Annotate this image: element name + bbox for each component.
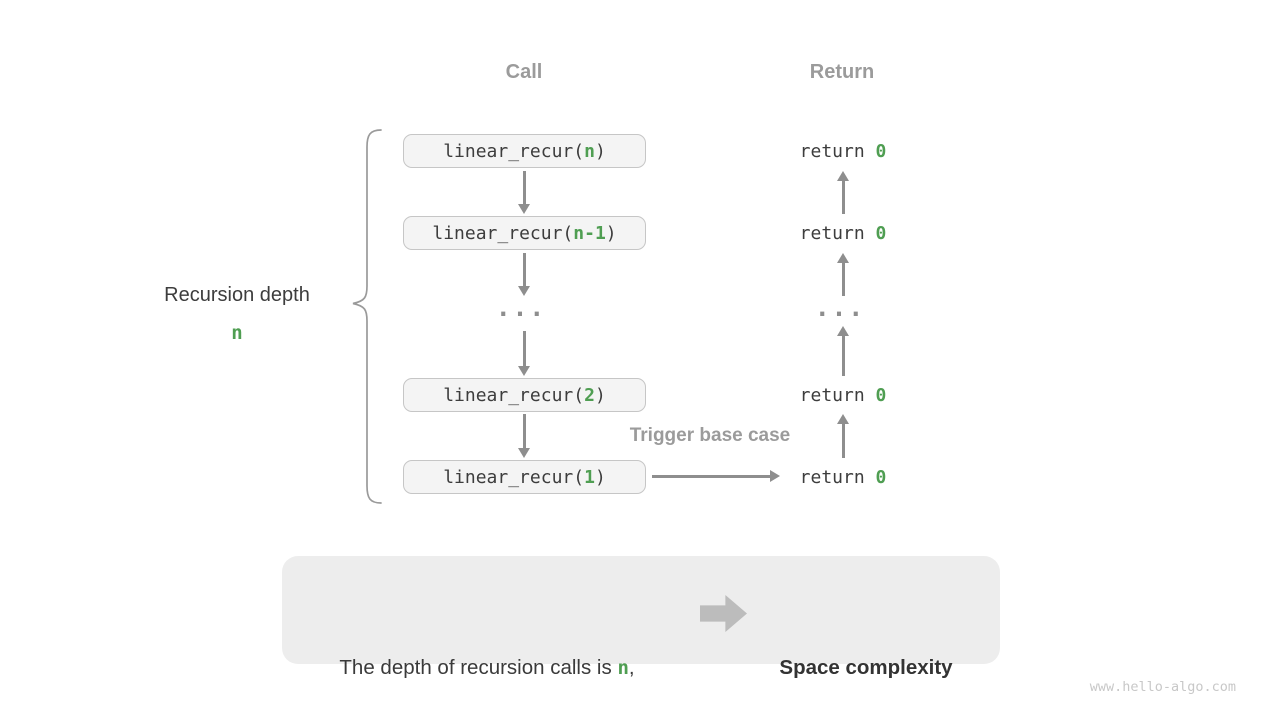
call-box-n: linear_recur(n) — [403, 134, 646, 168]
recursion-depth-label: Recursion depth — [164, 284, 310, 306]
return-row: return 0 — [799, 384, 887, 406]
call-box-code: linear_recur( — [443, 140, 585, 162]
call-box-arg: 1 — [584, 466, 595, 488]
call-box-1: linear_recur(1) — [403, 460, 646, 494]
summary-panel: The depth of recursion calls is n, using… — [282, 556, 1000, 679]
return-row: return 0 — [799, 140, 887, 162]
arrow-up-icon — [842, 335, 845, 376]
summary-var-n: n — [617, 657, 629, 679]
trigger-base-case-label: Trigger base case — [629, 425, 791, 446]
recursion-depth-value: n — [231, 322, 243, 344]
call-box-arg: 2 — [584, 384, 595, 406]
return-column-header: Return — [809, 61, 875, 83]
call-box-n-1: linear_recur(n-1) — [403, 216, 646, 250]
brace-icon — [352, 129, 382, 504]
call-box-code: linear_recur( — [443, 384, 585, 406]
return-value: 0 — [875, 222, 887, 244]
call-box-arg: n — [584, 140, 595, 162]
arrow-down-icon — [523, 253, 526, 287]
call-ellipsis: ... — [498, 296, 550, 322]
arrow-right-icon — [652, 475, 771, 478]
summary-right-text: Space complexity Linear O(n) — [746, 573, 986, 720]
call-box-2: linear_recur(2) — [403, 378, 646, 412]
block-arrow-right-icon — [700, 595, 747, 632]
return-row: return 0 — [799, 222, 887, 244]
return-value: 0 — [875, 466, 887, 488]
summary-line-1: The depth of recursion calls is n, — [339, 656, 635, 679]
arrow-up-icon — [842, 423, 845, 458]
arrow-down-icon — [523, 331, 526, 367]
space-complexity-title: Space complexity — [779, 656, 953, 679]
arrow-down-icon — [523, 171, 526, 205]
arrow-up-icon — [842, 262, 845, 296]
arrow-down-icon — [523, 414, 526, 449]
arrow-up-icon — [842, 180, 845, 214]
call-box-code: linear_recur( — [443, 466, 585, 488]
return-row: return 0 — [799, 466, 887, 488]
return-ellipsis: ... — [817, 296, 869, 322]
return-value: 0 — [875, 384, 887, 406]
call-box-arg: n-1 — [573, 222, 606, 244]
summary-left-text: The depth of recursion calls is n, using… — [292, 573, 682, 720]
watermark: www.hello-algo.com — [1089, 679, 1236, 695]
call-box-code: linear_recur( — [432, 222, 574, 244]
call-column-header: Call — [505, 61, 543, 83]
return-value: 0 — [875, 140, 887, 162]
